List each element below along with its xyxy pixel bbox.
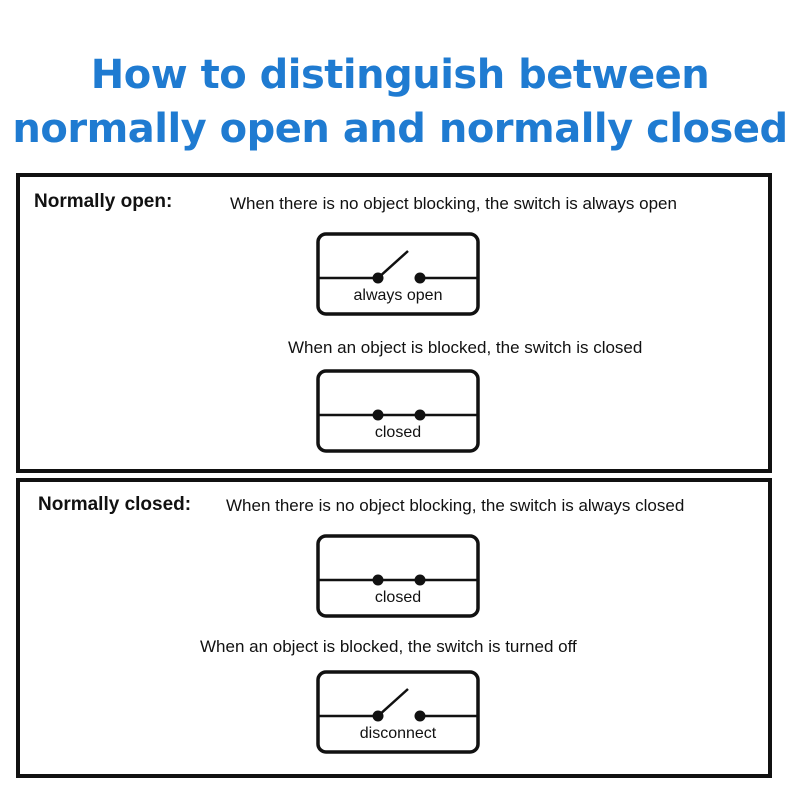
- normally-closed-panel: Normally closed: When there is no object…: [16, 478, 772, 778]
- switch-contact-left: [372, 409, 384, 421]
- switch-contact-right: [414, 409, 426, 421]
- switch-contact-right: [414, 272, 426, 284]
- switch-symbol-closed: closed: [316, 369, 480, 453]
- switch-contact-right: [414, 710, 426, 722]
- normally-open-unblocked-description: When there is no object blocking, the sw…: [230, 194, 677, 213]
- switch-contact-left: [372, 272, 384, 284]
- switch-caption-closed: closed: [374, 424, 422, 441]
- normally-closed-blocked-description: When an object is blocked, the switch is…: [200, 637, 577, 656]
- normally-open-blocked-description: When an object is blocked, the switch is…: [288, 338, 643, 357]
- normally-closed-unblocked-description: When there is no object blocking, the sw…: [226, 496, 685, 515]
- switch-caption-disconnect: disconnect: [359, 725, 437, 742]
- switch-closed-icon: [316, 534, 480, 618]
- switch-symbol-closed-default: closed: [316, 534, 480, 618]
- page-title: How to distinguish between normally open…: [0, 48, 800, 156]
- switch-contact-left: [372, 710, 384, 722]
- switch-contact-left: [372, 574, 384, 586]
- switch-frame: [316, 369, 480, 453]
- normally-closed-label: Normally closed:: [38, 494, 192, 515]
- switch-caption-always-open: always open: [353, 287, 443, 304]
- switch-symbol-disconnect: disconnect: [316, 670, 480, 754]
- normally-open-label: Normally open:: [34, 191, 173, 212]
- switch-lever: [377, 250, 409, 279]
- switch-frame: [316, 670, 480, 754]
- switch-lever: [377, 688, 409, 717]
- normally-open-panel: Normally open: When there is no object b…: [16, 173, 772, 473]
- switch-contact-right: [414, 574, 426, 586]
- title-line-1: How to distinguish between: [90, 52, 710, 98]
- switch-open-icon: [316, 232, 480, 316]
- title-line-2: normally open and normally closed: [12, 106, 788, 152]
- switch-frame: [316, 534, 480, 618]
- switch-caption-closed: closed: [374, 589, 422, 606]
- switch-symbol-always-open: always open: [316, 232, 480, 316]
- switch-frame: [316, 232, 480, 316]
- switch-closed-icon: [316, 369, 480, 453]
- switch-open-icon: [316, 670, 480, 754]
